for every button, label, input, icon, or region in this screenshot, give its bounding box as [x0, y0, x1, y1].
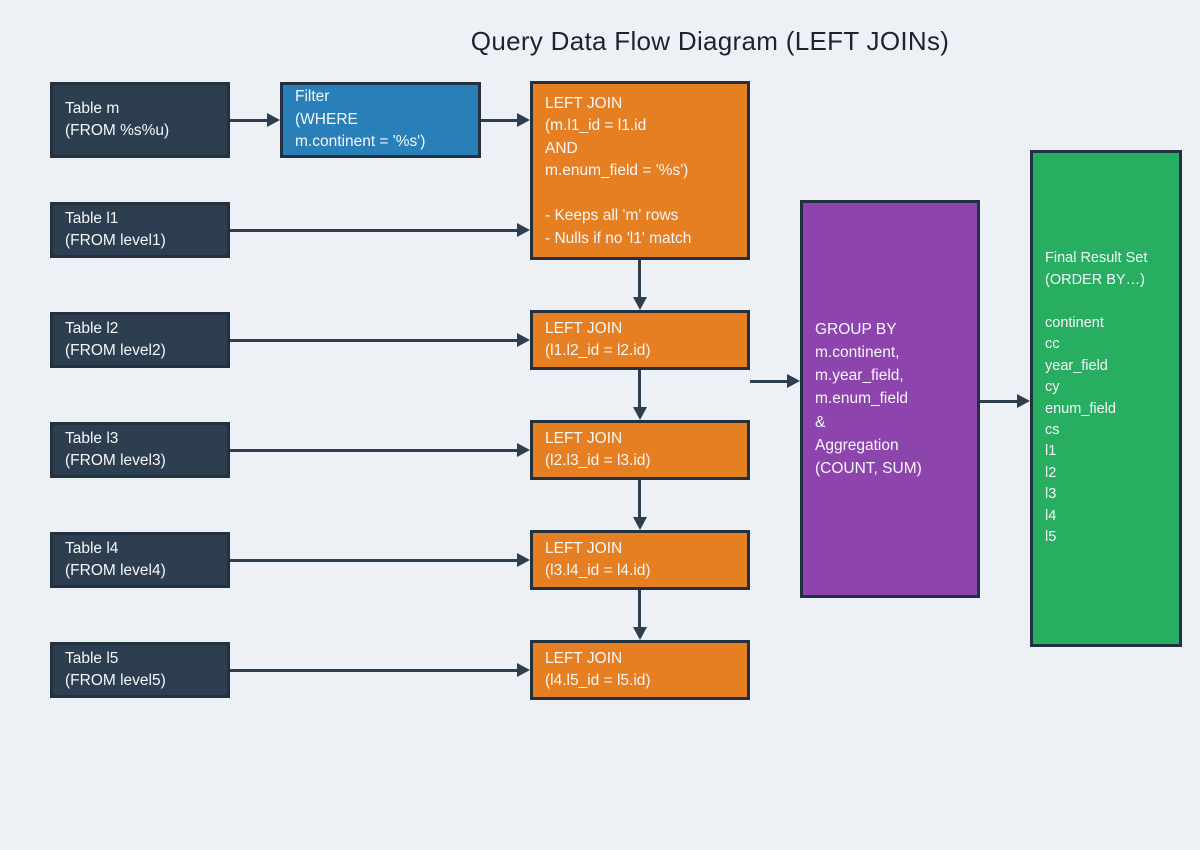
node-table-l3-label: Table l3 (FROM level3): [65, 429, 166, 469]
arrow-line: [481, 119, 520, 122]
node-join-2: LEFT JOIN (l1.l2_id = l2.id): [530, 310, 750, 370]
node-table-l4-label: Table l4 (FROM level4): [65, 539, 166, 579]
arrow-head-icon: [517, 113, 530, 127]
node-join-3: LEFT JOIN (l2.l3_id = l3.id): [530, 420, 750, 480]
node-table-l4: Table l4 (FROM level4): [50, 532, 230, 588]
node-join-1-label: LEFT JOIN (m.l1_id = l1.id AND m.enum_fi…: [545, 95, 692, 247]
arrow-head-icon: [787, 374, 800, 388]
node-join-2-label: LEFT JOIN (l1.l2_id = l2.id): [545, 319, 651, 359]
arrow-head-icon: [633, 627, 647, 640]
arrow-head-icon: [633, 517, 647, 530]
node-filter: Filter (WHERE m.continent = '%s'): [280, 82, 481, 158]
arrow-head-icon: [517, 663, 530, 677]
arrow-line: [230, 449, 520, 452]
node-table-l1-label: Table l1 (FROM level1): [65, 209, 166, 249]
node-join-3-label: LEFT JOIN (l2.l3_id = l3.id): [545, 429, 651, 469]
node-table-l2-label: Table l2 (FROM level2): [65, 319, 166, 359]
node-table-l5: Table l5 (FROM level5): [50, 642, 230, 698]
node-table-l1: Table l1 (FROM level1): [50, 202, 230, 258]
node-table-l3: Table l3 (FROM level3): [50, 422, 230, 478]
node-table-l5-label: Table l5 (FROM level5): [65, 649, 166, 689]
arrow-line: [638, 260, 641, 300]
arrow-head-icon: [517, 443, 530, 457]
arrow-line: [750, 380, 790, 383]
arrow-head-icon: [633, 407, 647, 420]
node-filter-label: Filter (WHERE m.continent = '%s'): [295, 88, 426, 151]
arrow-line: [638, 480, 641, 520]
arrow-line: [980, 400, 1020, 403]
arrow-line: [230, 559, 520, 562]
node-result: Final Result Set (ORDER BY…) continent c…: [1030, 150, 1182, 647]
node-group-by-label: GROUP BY m.continent, m.year_field, m.en…: [815, 320, 922, 478]
arrow-head-icon: [633, 297, 647, 310]
arrow-head-icon: [517, 553, 530, 567]
arrow-head-icon: [517, 223, 530, 237]
arrow-line: [638, 590, 641, 630]
node-result-label: Final Result Set (ORDER BY…) continent c…: [1045, 250, 1148, 546]
arrow-line: [230, 119, 270, 122]
arrow-head-icon: [517, 333, 530, 347]
arrow-line: [230, 339, 520, 342]
node-join-1: LEFT JOIN (m.l1_id = l1.id AND m.enum_fi…: [530, 81, 750, 260]
diagram-title: Query Data Flow Diagram (LEFT JOINs): [470, 26, 950, 56]
node-join-5-label: LEFT JOIN (l4.l5_id = l5.id): [545, 649, 651, 689]
node-join-4: LEFT JOIN (l3.l4_id = l4.id): [530, 530, 750, 590]
node-table-l2: Table l2 (FROM level2): [50, 312, 230, 368]
arrow-head-icon: [267, 113, 280, 127]
node-table-m-label: Table m (FROM %s%u): [65, 99, 170, 139]
arrow-line: [230, 669, 520, 672]
node-join-4-label: LEFT JOIN (l3.l4_id = l4.id): [545, 539, 651, 579]
arrow-line: [638, 370, 641, 410]
arrow-line: [230, 229, 520, 232]
node-group-by: GROUP BY m.continent, m.year_field, m.en…: [800, 200, 980, 598]
node-join-5: LEFT JOIN (l4.l5_id = l5.id): [530, 640, 750, 700]
node-table-m: Table m (FROM %s%u): [50, 82, 230, 158]
arrow-head-icon: [1017, 394, 1030, 408]
